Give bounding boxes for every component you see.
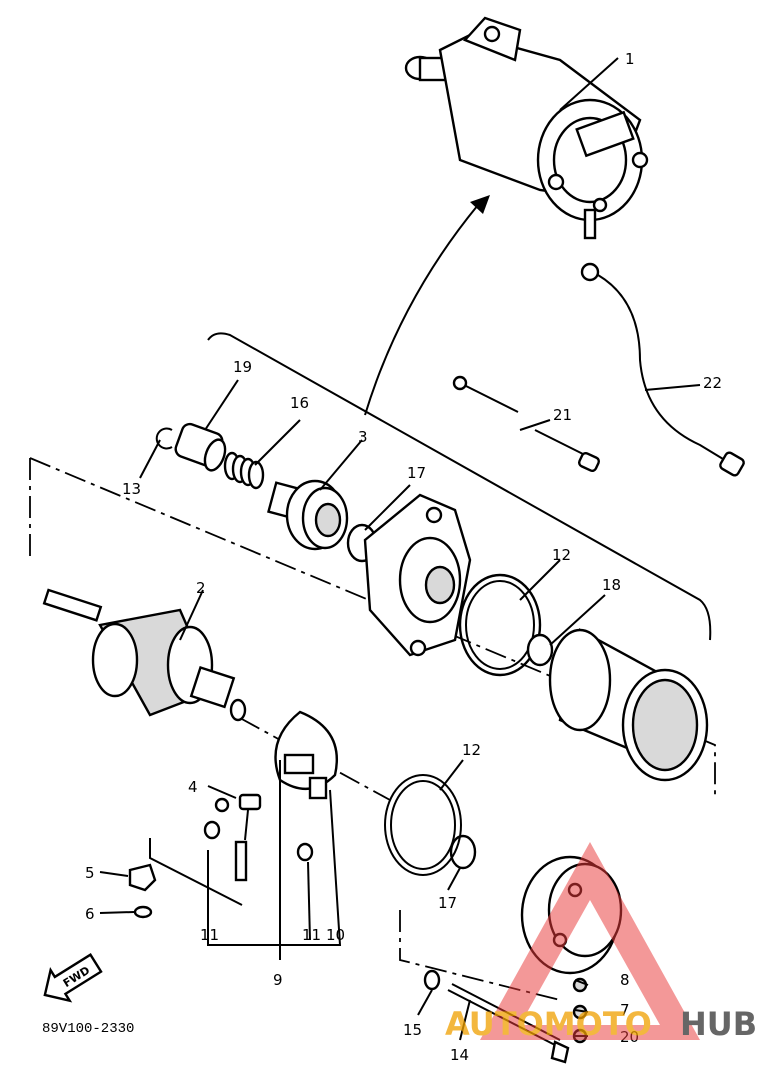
pinion-clutch [267, 479, 349, 551]
part-number-15: 15 [403, 1021, 422, 1039]
o-ring-lower [449, 834, 477, 870]
watermark-text-part1: AUTOMOTO [445, 1005, 652, 1043]
brush-plate [274, 710, 338, 800]
part-number-7: 7 [620, 1001, 630, 1019]
sleeve [174, 422, 227, 472]
part-number-14: 14 [450, 1046, 469, 1064]
leader-lines [99, 57, 701, 1041]
part-number-8: 8 [620, 971, 630, 989]
assembly-arrow [364, 204, 479, 416]
lead-wire [580, 262, 745, 477]
axis-line-lower [399, 910, 561, 1001]
watermark-triangle-icon [480, 842, 700, 1040]
part-number-17-lower: 17 [438, 894, 457, 912]
part-number-13: 13 [122, 480, 141, 498]
armature [42, 588, 247, 722]
part-number-19: 19 [233, 358, 252, 376]
part-number-12-lower: 12 [462, 741, 481, 759]
part-number-12-upper: 12 [552, 546, 571, 564]
part-number-5: 5 [85, 864, 95, 882]
lead-wire-short [452, 375, 600, 473]
large-o-ring-lower-inner [390, 780, 456, 870]
bracket-9-base [207, 789, 342, 946]
part-number-2: 2 [196, 579, 206, 597]
starter-motor-assembly [404, 16, 649, 240]
part-number-1: 1 [625, 50, 635, 68]
part-number-4: 4 [188, 778, 198, 796]
part-number-9: 9 [273, 971, 283, 989]
yoke [548, 628, 709, 782]
circlip [155, 427, 173, 450]
forward-direction-marker: FWD [43, 953, 103, 1003]
assembly-arrowhead [470, 195, 490, 214]
brush-spring-right [296, 842, 314, 862]
washer [526, 633, 554, 667]
drawing-code: 89V100-2330 [42, 1021, 134, 1037]
part-number-11-right: 11 [302, 926, 321, 944]
nut [128, 863, 157, 892]
part-number-21: 21 [553, 406, 572, 424]
watermark: AUTOMOTO HUB [445, 842, 757, 1043]
watermark-text-part2: HUB [680, 1005, 757, 1043]
front-cover [363, 493, 472, 657]
large-o-ring-lower [384, 774, 462, 876]
spring [223, 451, 265, 490]
brush [214, 793, 262, 882]
part-number-22: 22 [703, 374, 722, 392]
large-o-ring-upper [458, 573, 542, 677]
part-number-11-left: 11 [200, 926, 219, 944]
brush-spring-left [203, 820, 221, 840]
bracket-9 [149, 838, 243, 906]
part-number-10: 10 [326, 926, 345, 944]
part-number-6: 6 [85, 905, 95, 923]
part-number-16: 16 [290, 394, 309, 412]
large-o-ring-upper-inner [465, 580, 535, 670]
group-bracket [207, 332, 712, 641]
part-number-3: 3 [358, 428, 368, 446]
small-washer [133, 905, 153, 919]
o-ring-small [423, 969, 441, 991]
part-number-17-upper: 17 [407, 464, 426, 482]
part-number-18: 18 [602, 576, 621, 594]
axis-line-upper [29, 457, 716, 800]
